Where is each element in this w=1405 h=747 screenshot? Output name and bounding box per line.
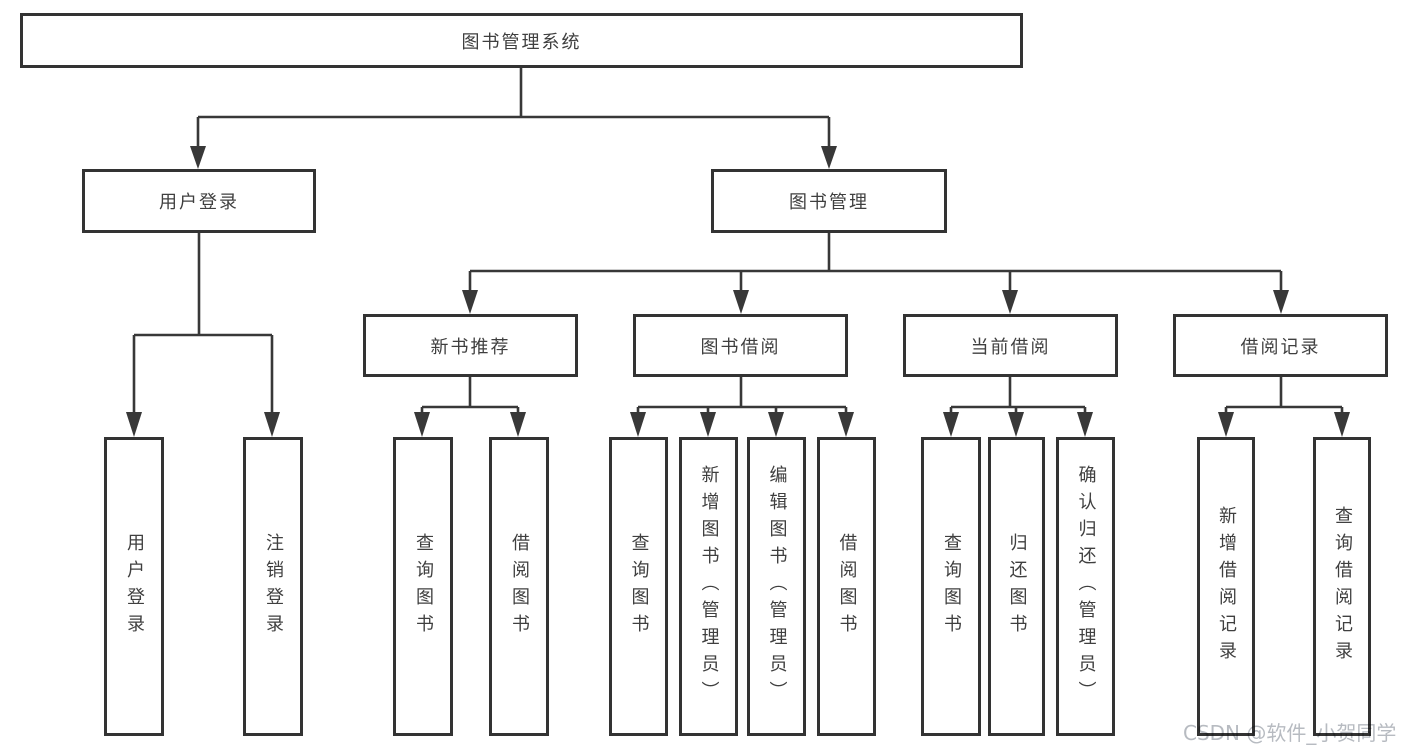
node-current-borrowing-label: 当前借阅 [970,336,1051,358]
leaf-query-books-current-label: 查询图书 [941,532,962,641]
connector-book-borrowing-to-leaves [630,377,854,437]
leaf-borrow-books-label: 借阅图书 [836,532,858,641]
connector-root-to-level1 [190,68,837,169]
connector-current-borrowing-to-leaves [943,377,1093,437]
connector-user-login-to-leaves [126,233,280,437]
leaf-add-borrow-record-label: 新增借阅记录 [1216,505,1237,668]
leaf-return-books: 归还图书 [988,437,1045,736]
leaf-return-books-label: 归还图书 [1006,532,1028,641]
leaf-user-login-label: 用户登录 [124,532,145,641]
node-borrowing-records: 借阅记录 [1173,314,1388,377]
csdn-watermark: CSDN @软件_小贺同学 [1183,721,1397,745]
leaf-query-books-borrowing: 查询图书 [609,437,668,736]
leaf-edit-books-admin-label: 编辑图书（管理员） [766,465,788,708]
leaf-user-login: 用户登录 [104,437,164,736]
node-book-management: 图书管理 [711,169,947,233]
leaf-query-books-current: 查询图书 [921,437,981,736]
leaf-borrow-books-recommend: 借阅图书 [489,437,549,736]
leaf-logout: 注销登录 [243,437,303,736]
node-book-management-label: 图书管理 [789,192,869,213]
node-borrowing-records-label: 借阅记录 [1240,336,1321,358]
node-current-borrowing: 当前借阅 [903,314,1118,377]
leaf-query-books-borrowing-label: 查询图书 [628,532,650,641]
node-new-book-recommend: 新书推荐 [363,314,578,377]
leaf-borrow-books-recommend-label: 借阅图书 [509,532,530,641]
node-book-borrowing-label: 图书借阅 [700,336,781,358]
node-book-borrowing: 图书借阅 [633,314,848,377]
node-user-login-branch: 用户登录 [82,169,316,233]
leaf-add-borrow-record: 新增借阅记录 [1197,437,1255,736]
leaf-borrow-books: 借阅图书 [817,437,876,736]
connector-book-management-to-level2 [462,233,1289,314]
node-root-system-label: 图书管理系统 [461,31,582,53]
leaf-query-books-recommend: 查询图书 [393,437,453,736]
leaf-query-books-recommend-label: 查询图书 [413,532,434,641]
leaf-query-borrow-record-label: 查询借阅记录 [1332,505,1353,668]
leaf-add-books-admin: 新增图书（管理员） [679,437,738,736]
connector-borrowing-records-to-leaves [1218,377,1350,437]
node-new-book-recommend-label: 新书推荐 [430,336,511,358]
leaf-confirm-return-admin: 确认归还（管理员） [1056,437,1115,736]
node-root-system: 图书管理系统 [20,13,1023,68]
leaf-logout-label: 注销登录 [263,532,284,641]
leaf-add-books-admin-label: 新增图书（管理员） [698,465,720,708]
connector-new-book-recommend-to-leaves [414,377,526,437]
node-user-login-branch-label: 用户登录 [159,192,239,213]
leaf-edit-books-admin: 编辑图书（管理员） [747,437,806,736]
leaf-confirm-return-admin-label: 确认归还（管理员） [1075,465,1097,708]
leaf-query-borrow-record: 查询借阅记录 [1313,437,1371,736]
